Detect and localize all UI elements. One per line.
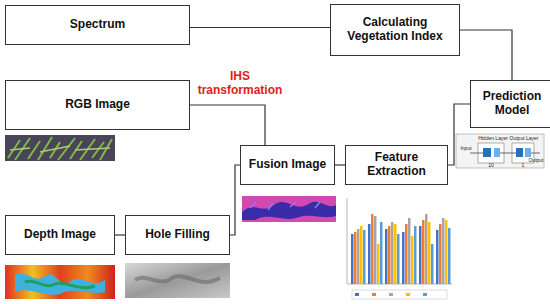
box-label: Depth Image <box>24 228 96 242</box>
process-box: RGB Image <box>5 80 190 130</box>
network-label: Input <box>458 146 474 152</box>
box-label: Prediction Model <box>471 90 550 118</box>
connector <box>335 164 345 165</box>
bar <box>425 214 428 284</box>
bar <box>374 216 377 284</box>
rgb-photo <box>5 135 115 161</box>
bar <box>411 236 414 284</box>
box-label: Feature Extraction <box>346 151 447 179</box>
bar <box>439 224 442 284</box>
bar <box>354 232 357 284</box>
bar <box>391 222 394 284</box>
bar <box>448 228 451 284</box>
network-label: Hidden Layer <box>476 136 510 142</box>
bar <box>371 214 374 284</box>
bar-chart <box>347 198 452 299</box>
bar <box>397 234 400 284</box>
fusion-image <box>242 196 336 222</box>
connector <box>448 104 470 165</box>
box-label: Hole Filling <box>145 228 210 242</box>
bar <box>388 226 391 284</box>
bar <box>394 224 397 284</box>
bar <box>377 244 380 284</box>
network-label: Output Layer <box>508 136 540 142</box>
bar <box>405 224 408 284</box>
process-box: Calculating Vegetation Index <box>330 4 460 56</box>
process-box: Feature Extraction <box>345 145 448 185</box>
bar <box>360 226 363 284</box>
box-label: Spectrum <box>70 18 125 32</box>
box-label: Fusion Image <box>249 158 326 172</box>
bar <box>408 218 411 284</box>
depth-heatmap <box>5 265 115 299</box>
bar <box>431 244 434 284</box>
bar <box>351 234 354 284</box>
process-box: Spectrum <box>5 5 190 45</box>
bar <box>442 218 445 284</box>
connector <box>115 234 125 235</box>
process-box: Fusion Image <box>240 145 335 185</box>
network-label: 10 <box>486 163 496 169</box>
bar <box>402 232 405 284</box>
transform-label: IHS transformation <box>192 70 288 98</box>
bar <box>380 222 383 284</box>
bar <box>422 220 425 284</box>
connector <box>190 27 330 28</box>
network-label: 1 <box>518 163 528 169</box>
bar <box>428 222 431 284</box>
process-box: Hole Filling <box>125 215 230 255</box>
bar <box>419 226 422 284</box>
connector <box>460 30 512 80</box>
connector <box>230 165 240 235</box>
network-label: Output <box>528 158 544 164</box>
bar <box>436 230 439 284</box>
box-label: RGB Image <box>65 98 130 112</box>
process-box: Prediction Model <box>470 80 550 128</box>
connector <box>190 105 265 145</box>
box-label: Calculating Vegetation Index <box>331 16 459 44</box>
bar <box>363 230 366 284</box>
bar <box>445 220 448 284</box>
bar <box>357 229 360 284</box>
bar <box>385 229 388 284</box>
bar <box>368 224 371 284</box>
network-sketch <box>456 134 544 168</box>
process-box: Depth Image <box>5 215 115 255</box>
hole-filled-image <box>125 263 230 298</box>
bar <box>414 226 417 284</box>
